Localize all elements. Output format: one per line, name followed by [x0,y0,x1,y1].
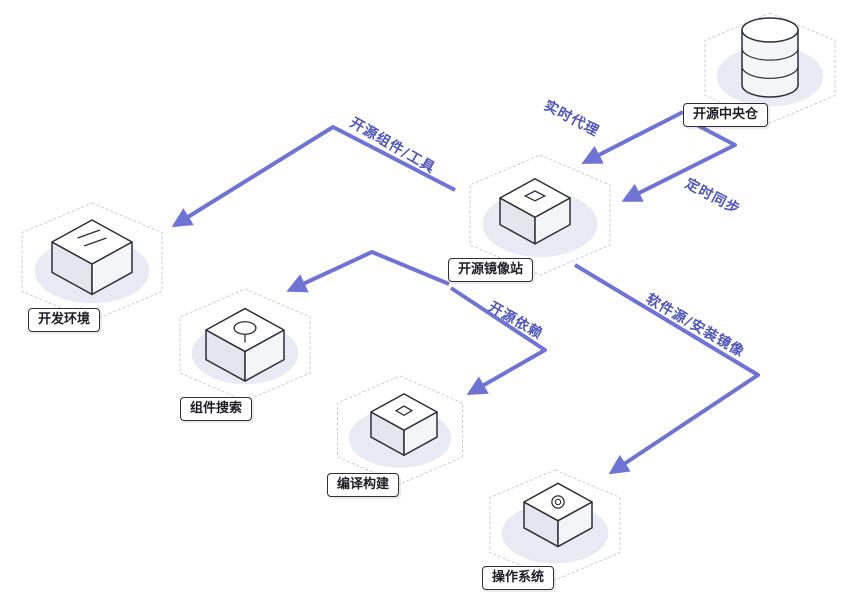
label-os: 操作系统 [482,566,555,590]
label-dev-env: 开发环境 [28,308,101,332]
box-top-face [499,178,571,218]
database-ring [741,48,799,61]
arrows [171,110,760,475]
box-top-face [523,482,593,522]
arrow-dependencies [449,286,547,395]
box-top-face [51,219,133,265]
node-mirror-site [469,154,611,276]
arrow-components-tools [171,125,456,228]
box-top-face [205,307,285,353]
terminal-icon [77,229,101,239]
arrow-software-mirror [573,263,760,475]
label-build: 编译构建 [327,473,400,497]
tile-outline [704,12,836,124]
node-central-repo [704,12,836,124]
terminal-icon-line [83,237,107,247]
tile-outline [489,469,621,581]
node-dev-env [21,202,163,322]
build-icon [394,405,414,417]
gear-icon [551,495,565,509]
node-os [489,469,621,581]
tile-outline [337,375,463,485]
database-body [741,30,799,98]
mirror-icon [523,190,547,202]
label-component-search: 组件搜索 [180,397,253,421]
tile-outline [469,154,611,276]
search-icon [233,321,257,335]
label-central-repo: 开源中央仓 [683,103,769,127]
gear-icon-center [554,498,562,506]
arrow-to-component-search [286,250,450,293]
label-mirror-site: 开源镜像站 [448,258,534,282]
database-ring [741,66,799,79]
database-icon [741,17,799,43]
box-top-face [370,393,438,431]
node-component-search [179,288,311,402]
arrow-realtime-proxy [581,110,684,164]
node-build [337,375,463,485]
arrow-scheduled-sync [621,123,737,202]
